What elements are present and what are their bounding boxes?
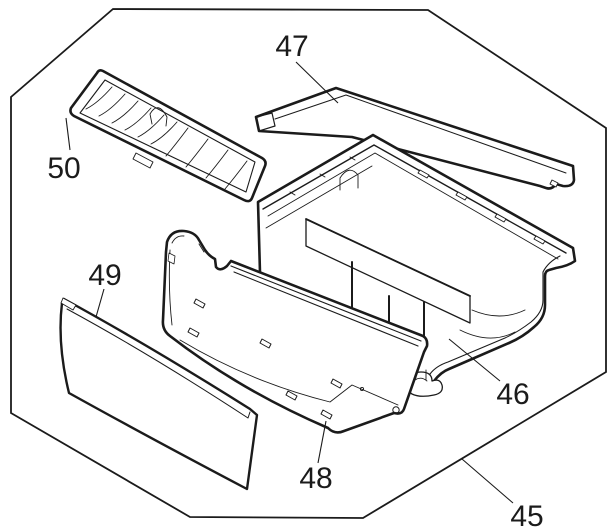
part-50-inner-frame xyxy=(79,79,256,193)
part-label-45: 45 xyxy=(510,500,543,528)
part-label-46: 46 xyxy=(496,378,529,411)
part-label-47: 47 xyxy=(275,30,308,63)
part-48-front-housing xyxy=(161,229,429,434)
part-46-back-wall xyxy=(265,165,373,229)
part-46-rim-band-bottom xyxy=(267,152,559,260)
leader-line-49 xyxy=(95,288,105,318)
part-48-outline xyxy=(161,229,429,434)
leader-line-50 xyxy=(65,117,71,151)
part-46-rim-ticks xyxy=(289,156,356,196)
part-47-ridge-line xyxy=(274,94,567,174)
leader-lines xyxy=(65,61,514,504)
part-46-rim-slots xyxy=(417,169,546,245)
part-49-tip-clip xyxy=(60,297,77,311)
part-48-screw-hole xyxy=(392,406,400,414)
part-48-clips xyxy=(187,298,343,420)
part-48-inner-floor xyxy=(179,339,399,406)
part-50-vent-grille xyxy=(69,69,267,203)
part-47-endcap-lines xyxy=(255,112,276,132)
part-50-outer-frame xyxy=(69,69,267,203)
leader-line-48 xyxy=(317,420,327,464)
part-46-tray-inner-rim xyxy=(429,255,561,375)
part-50-curved-louvers xyxy=(85,86,178,145)
part-label-50: 50 xyxy=(47,152,80,185)
part-50-straight-slats xyxy=(165,127,248,190)
leader-line-45 xyxy=(461,458,514,504)
part-46-divider-top-edge xyxy=(305,218,471,297)
part-48-pin-hole xyxy=(359,386,365,392)
part-47-trim-strip xyxy=(254,86,576,190)
part-49-door-panel xyxy=(59,297,259,491)
part-label-49: 49 xyxy=(88,259,121,292)
part-50-bottom-tab xyxy=(132,152,154,169)
leader-line-47 xyxy=(295,61,339,104)
part-48-flange-lines xyxy=(230,265,422,347)
part-labels: 45 46 47 48 49 50 xyxy=(47,30,543,528)
part-46-pillar-bump xyxy=(339,169,359,191)
part-47-end-clip xyxy=(549,179,559,188)
part-49-inner-edge xyxy=(66,308,251,419)
leader-line-46 xyxy=(448,338,501,382)
part-46-tray-floor xyxy=(459,309,526,339)
part-49-outline xyxy=(59,297,259,491)
part-50-center-bump xyxy=(149,107,168,127)
part-label-48: 48 xyxy=(299,462,332,495)
part-48-left-clip xyxy=(167,252,176,265)
